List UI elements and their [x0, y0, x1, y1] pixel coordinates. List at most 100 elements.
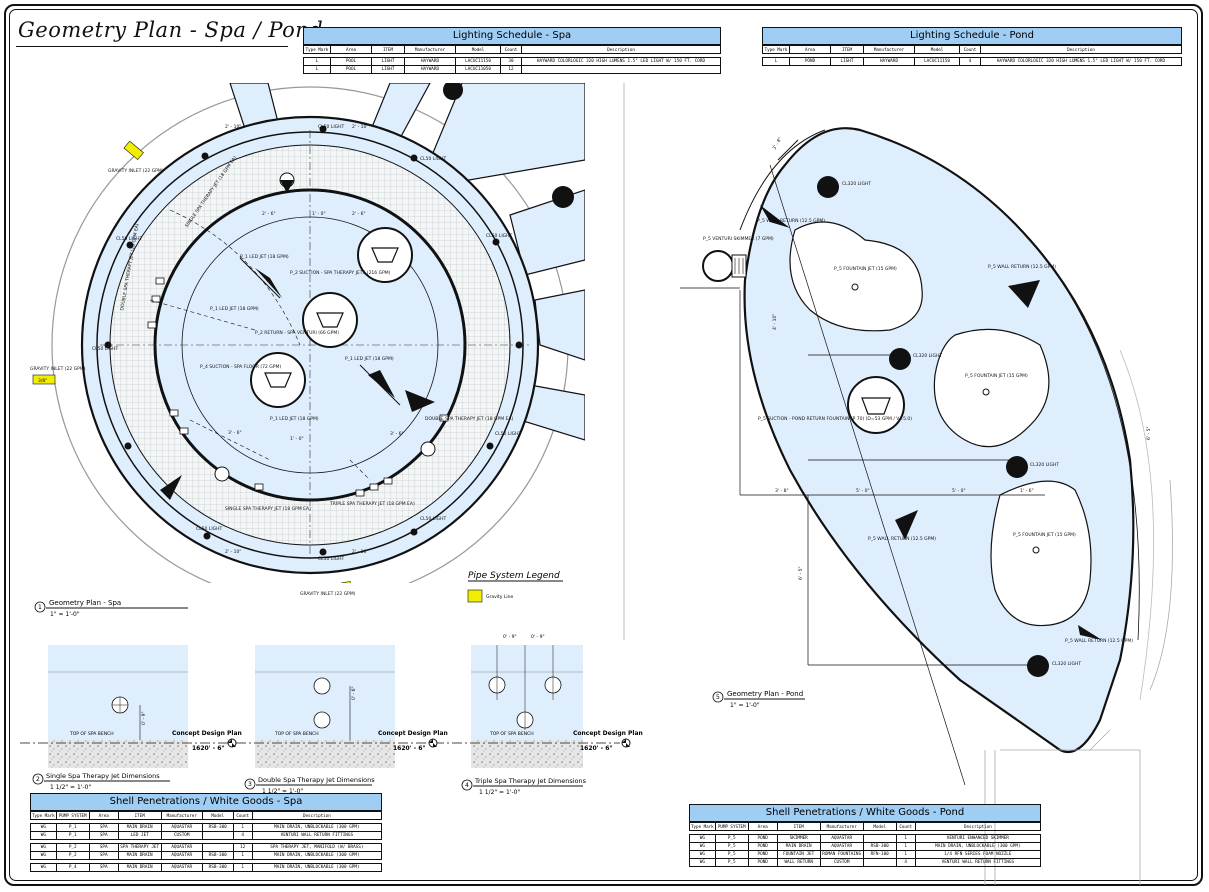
label-fountain: P_5 FOUNTAIN JET (15 GPM): [834, 266, 897, 272]
label-dim: 5' - 0": [952, 488, 966, 494]
label-dim: 1' - 0": [312, 211, 326, 217]
shell-schedule-spa-table: Type Mark PUMP SYSTEM Area ITEM Manufact…: [30, 811, 383, 872]
label-light: CL320 LIGHT: [842, 181, 871, 187]
top-of-bench-label: TOP OF SPA BENCH: [69, 731, 114, 737]
cell: P_2: [55, 851, 90, 860]
table-row: L POND LIGHT HAYWARD LACUC11150 4 HAYWAR…: [762, 57, 1182, 66]
pipe-legend: Pipe System Legend Gravity Line: [467, 571, 563, 603]
label-jet-single: SINGLE SPA THERAPY JET (18 GPM EA): [225, 506, 311, 512]
col-description: Description: [251, 811, 383, 820]
label-suction: P_2 SUCTION - SPA THERAPY JETS (216 GPM): [290, 270, 391, 276]
cell: WG: [30, 843, 57, 852]
legend-title: Pipe System Legend: [468, 571, 560, 581]
spa-plan: [32, 83, 585, 583]
sheet-border-outer: [4, 4, 1203, 886]
cell: MAIN DRAIN, UNBLOCKABLE (300 GPM): [251, 823, 383, 832]
cell: WG: [689, 842, 716, 851]
wall-return-arrows: [760, 205, 1102, 640]
label-gravity-inlet: GRAVITY INLET (22 GPM): [300, 591, 356, 597]
cell: [862, 834, 897, 843]
cell: 1: [895, 842, 916, 851]
cell: 4: [895, 858, 916, 867]
label-led-jet: P_1 LED JET (18 GPM): [210, 306, 259, 312]
cell: RSB-300: [201, 823, 234, 832]
jet-manifolds: [147, 277, 449, 497]
level-elev: 1620' - 6": [192, 745, 225, 752]
lighting-schedule-spa-header: Lighting Schedule - Spa: [303, 27, 721, 45]
shell-schedule-pond: Shell Penetrations / White Goods - Pond …: [689, 804, 1042, 867]
label-dim: 2' - 10": [225, 549, 241, 555]
cell: VENTURI WALL RETURN FITTINGS: [914, 858, 1042, 867]
label-dim: 1' - 0": [290, 436, 304, 442]
cell: MAIN DRAIN, UNBLOCKABLE (300 GPM): [914, 842, 1042, 851]
label-light: CL50 LIGHT: [318, 124, 345, 130]
label-dim: 2' - 10": [352, 549, 368, 555]
sheet-border-inner: [9, 9, 1198, 881]
label-wall-return: P_5 WALL RETURN (12.5 GPM): [757, 218, 825, 224]
cell: RFN-100: [862, 850, 897, 859]
cell: SPA THERAPY JET: [117, 843, 162, 852]
center-lines: [100, 130, 530, 560]
cell: RSB-300: [862, 842, 897, 851]
view-number: 2: [36, 776, 40, 783]
label-light: CL50 LIGHT: [495, 431, 522, 437]
cell: SPA THERAPY JET, MANIFOLD (W/ BRASS): [251, 843, 383, 852]
col-count: Count: [232, 811, 253, 820]
cell: SPA: [88, 823, 119, 832]
view-title-geometry-pond: 5 Geometry Plan - Pond 1" = 1'-0": [712, 690, 805, 709]
col-area: Area: [747, 822, 778, 831]
label-led-jet: P_1 LED JET (18 GPM): [240, 254, 289, 260]
cell: AQUASTAR: [160, 823, 203, 832]
label-light: CL320 LIGHT: [913, 353, 942, 359]
cell: WG: [30, 851, 57, 860]
cell: SPA: [88, 851, 119, 860]
label-jet-double: DOUBLE SPA THERAPY JET (18 GPM EA): [425, 416, 513, 422]
view-title-double-jet: 3 Double Spa Therapy Jet Dimensions 1 1/…: [244, 776, 375, 795]
label-dim: 6' - 5": [1146, 426, 1152, 440]
cell: WG: [689, 850, 716, 859]
sheet-title: Geometry Plan - Spa / Pond: [18, 18, 324, 42]
view-number: 5: [716, 694, 720, 701]
cell: RSB-300: [201, 851, 234, 860]
cell: VENTURI ENHANCED SKIMMER: [914, 834, 1042, 843]
pond-lights: [817, 176, 1049, 677]
label-light: CL50 LIGHT: [420, 516, 447, 522]
cell: P_5: [714, 834, 749, 843]
dim-label: 0' - 6": [351, 686, 357, 700]
cell: [862, 858, 897, 867]
lighting-schedule-spa-table: Type Mark Area ITEM Manufacturer Model C…: [303, 45, 721, 74]
cell: MAIN DRAIN, UNBLOCKABLE (300 GPM): [251, 851, 383, 860]
label-gravity-inlet: GRAVITY INLET (22 GPM): [30, 366, 86, 372]
label-dim: 3' - 6": [390, 431, 404, 437]
view-number: 1: [38, 604, 42, 611]
col-type-mark: Type Mark: [689, 822, 716, 831]
level-markers: Concept Design Plan 1620' - 6" Concept D…: [172, 730, 643, 752]
label-light: CL50 LIGHT: [420, 156, 447, 162]
label-dim: 5' - 0": [856, 488, 870, 494]
cell: MAIN DRAIN: [776, 842, 821, 851]
therapy-jet-arrows: [160, 268, 435, 500]
col-type-mark: Type Mark: [30, 811, 57, 820]
label-light: CL50 LIGHT: [196, 526, 223, 532]
cell: P_1: [55, 823, 90, 832]
cell: POND: [747, 850, 778, 859]
view-title: Geometry Plan - Pond: [727, 690, 803, 698]
cell: WG: [689, 858, 716, 867]
view-scale: 1 1/2" = 1'-0": [50, 784, 91, 791]
view-title: Double Spa Therapy Jet Dimensions: [258, 776, 375, 784]
label-dim: 2' - 6": [262, 211, 276, 217]
label-led-jet: P_1 LED JET (18 GPM): [270, 416, 319, 422]
lighting-schedule-pond: Lighting Schedule - Pond Type Mark Area …: [762, 27, 1182, 66]
cell: CUSTOM: [819, 858, 864, 867]
deck-sectors: [229, 83, 585, 441]
cell: P_2: [55, 843, 90, 852]
label-dim: 2' - 10": [225, 124, 241, 130]
cell: 1/4 RFN SERIES FOAM NOZZLE: [914, 850, 1042, 859]
